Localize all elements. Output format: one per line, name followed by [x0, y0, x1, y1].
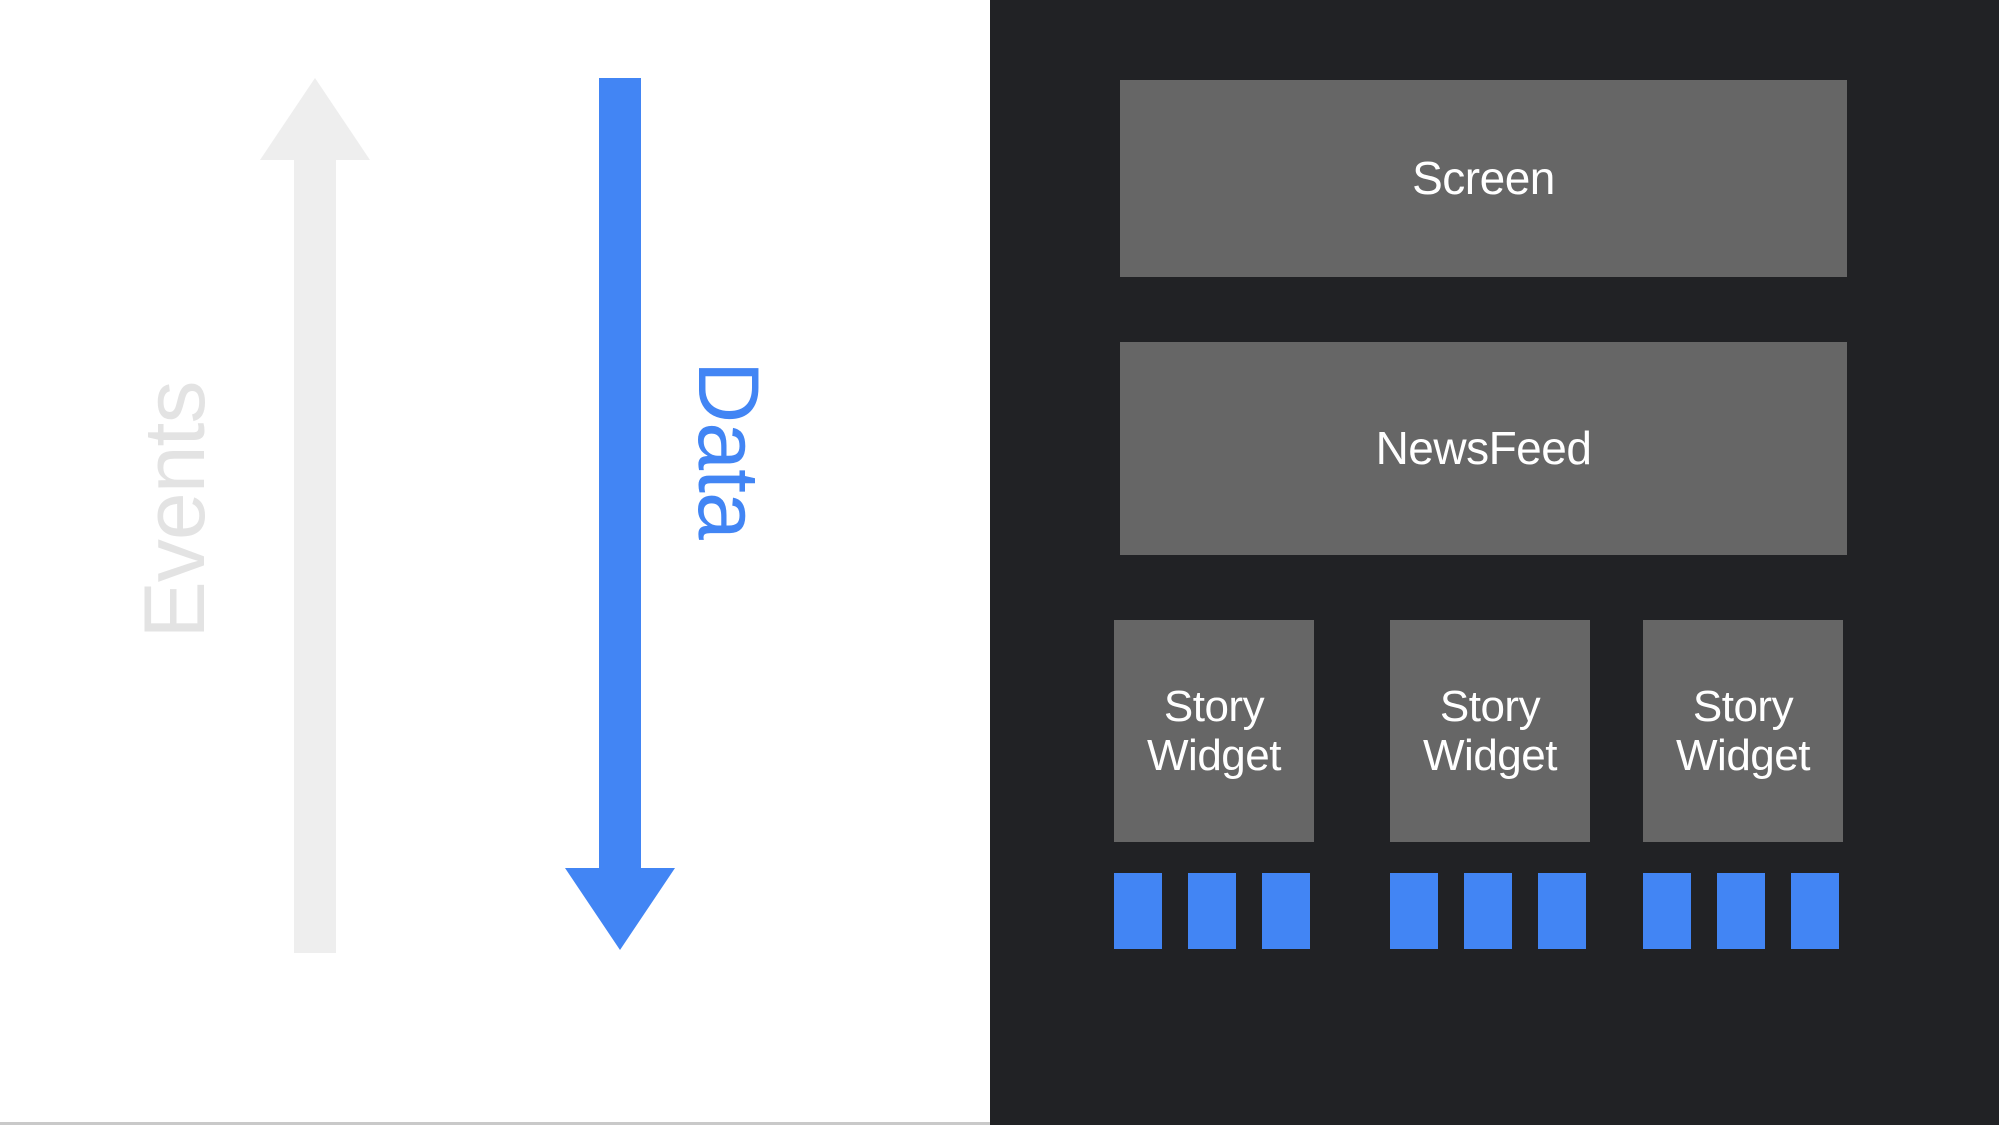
widget-tree-panel: Screen NewsFeed Story Widget Story Widge…	[990, 0, 1999, 1125]
baseline-divider	[0, 1122, 990, 1125]
events-axis-label: Events	[127, 381, 223, 639]
leaf-node-chip[interactable]	[1464, 873, 1512, 949]
data-arrow-icon	[565, 78, 675, 950]
story-label-line1: Story	[1692, 681, 1794, 731]
story-label-line2: Widget	[1676, 731, 1810, 780]
leaf-node-chip[interactable]	[1114, 873, 1162, 949]
node-newsfeed-label: NewsFeed	[1375, 421, 1592, 474]
story-label-line1: Story	[1439, 681, 1541, 731]
leaf-node-chip[interactable]	[1390, 873, 1438, 949]
node-newsfeed[interactable]: NewsFeed	[1120, 342, 1847, 555]
leaf-node-chip[interactable]	[1643, 873, 1691, 949]
node-screen-label: Screen	[1412, 151, 1555, 204]
node-story-widget-label: Story Widget	[1147, 682, 1281, 781]
leaf-node-chip[interactable]	[1538, 873, 1586, 949]
node-story-widget[interactable]: Story Widget	[1114, 620, 1314, 842]
node-story-widget-label: Story Widget	[1423, 682, 1557, 781]
leaf-node-chip[interactable]	[1791, 873, 1839, 949]
data-flow-panel: Events Data	[0, 0, 990, 1125]
node-screen[interactable]: Screen	[1120, 80, 1847, 277]
events-arrow-icon	[260, 78, 370, 953]
story-label-line2: Widget	[1147, 731, 1281, 780]
leaf-node-chip[interactable]	[1717, 873, 1765, 949]
node-story-widget[interactable]: Story Widget	[1643, 620, 1843, 842]
story-label-line2: Widget	[1423, 731, 1557, 780]
story-label-line1: Story	[1163, 681, 1265, 731]
leaf-node-chip[interactable]	[1188, 873, 1236, 949]
node-story-widget[interactable]: Story Widget	[1390, 620, 1590, 842]
leaf-node-chip[interactable]	[1262, 873, 1310, 949]
data-axis-label: Data	[680, 361, 776, 539]
node-story-widget-label: Story Widget	[1676, 682, 1810, 781]
